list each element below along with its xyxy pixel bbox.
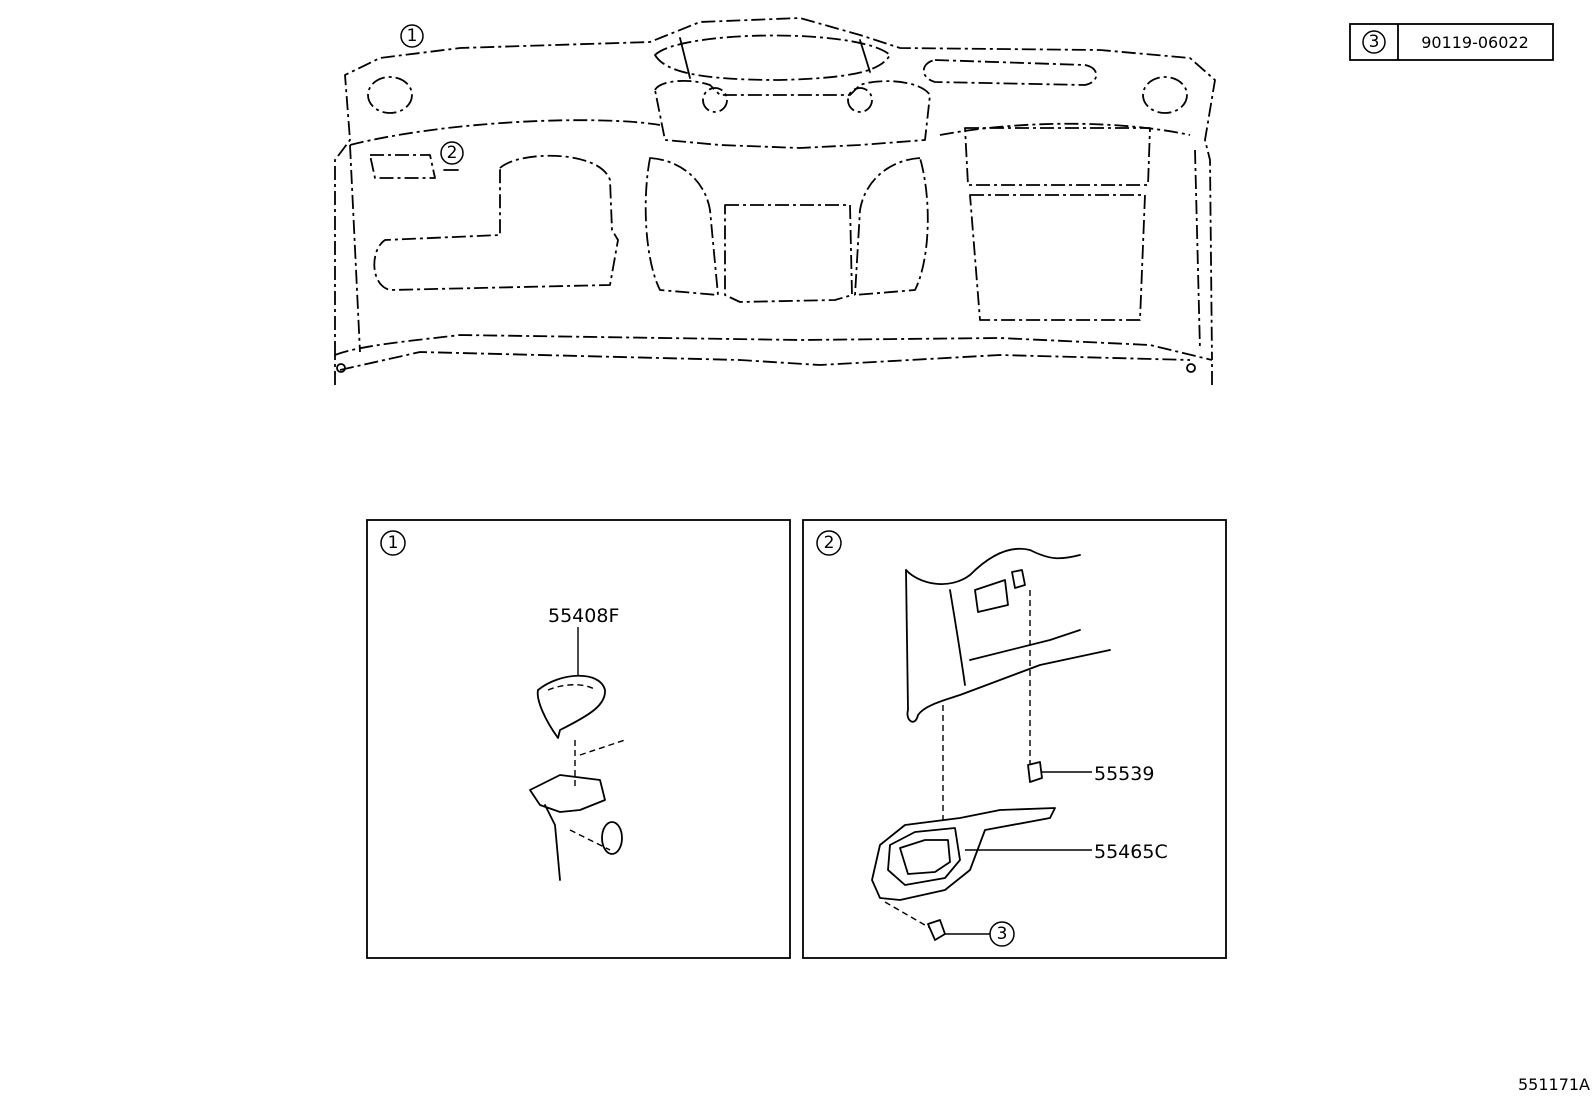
legend-callout-circle bbox=[1362, 30, 1386, 54]
part-label-55539: 55539 bbox=[1094, 763, 1154, 785]
legend-part-number: 90119-06022 bbox=[1421, 33, 1529, 52]
detail-2-callout-circle bbox=[816, 530, 842, 556]
illustration-code: 551171A bbox=[1518, 1075, 1590, 1094]
detail-2-callout: 2 bbox=[824, 533, 835, 553]
cover-cap-shape bbox=[536, 674, 606, 739]
part-label-55465c: 55465C bbox=[1094, 841, 1168, 863]
bolt-callout-circle bbox=[989, 921, 1015, 947]
part-label-55408f: 55408F bbox=[548, 605, 619, 627]
overview-callout-1-circle bbox=[400, 24, 424, 48]
overview-callout-2-circle bbox=[440, 141, 464, 165]
detail-1-callout-circle bbox=[380, 530, 406, 556]
instrument-panel-overview: 1 2 bbox=[334, 17, 1216, 385]
detail-1-panel: 1 55408F bbox=[366, 519, 791, 959]
detail-2-panel: 2 55539 55465C 3 bbox=[802, 519, 1227, 959]
bolt-callout: 3 bbox=[997, 924, 1008, 944]
detail-1-callout: 1 bbox=[388, 533, 399, 553]
legend-callout-number: 3 bbox=[1369, 32, 1380, 52]
overview-callout-2: 2 bbox=[447, 143, 458, 163]
legend-table: 3 90119-06022 bbox=[1349, 23, 1554, 61]
overview-callout-1: 1 bbox=[407, 26, 418, 46]
